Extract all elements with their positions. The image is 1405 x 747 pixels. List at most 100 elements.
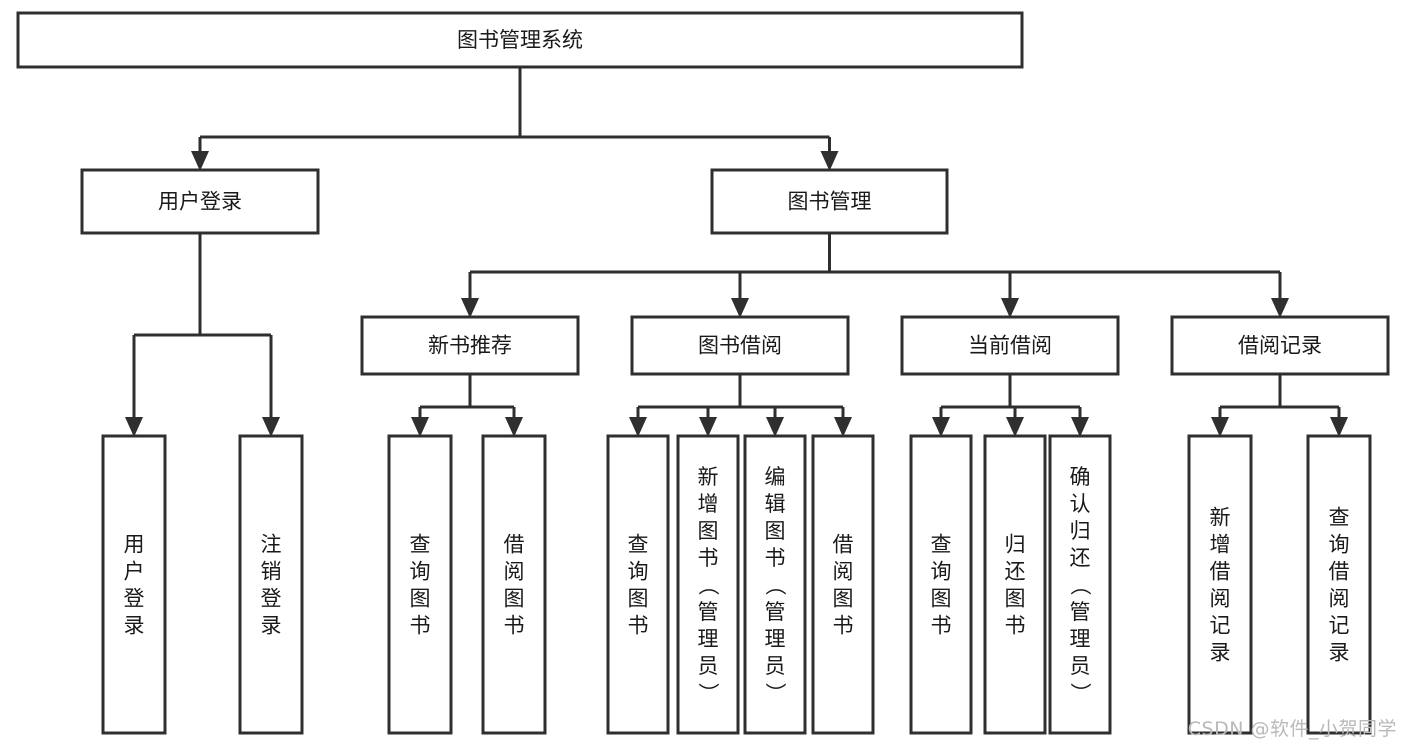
node-label-char: 图: [698, 519, 719, 543]
node-label-char: 理: [765, 627, 786, 651]
node-label-char: 借: [1329, 560, 1350, 584]
node-label-char: （: [763, 575, 787, 596]
node-label-char: 编: [765, 465, 786, 489]
node-label-char: 新: [698, 465, 719, 489]
node-label-char: 归: [1005, 533, 1026, 557]
node-label-char: 理: [698, 627, 719, 651]
node-label-char: 图: [1005, 587, 1026, 611]
node-label-char: 书: [931, 614, 952, 638]
node-label-char: 阅: [1329, 587, 1350, 611]
node-label-char: 书: [1005, 614, 1026, 638]
node-label-char: 归: [1070, 519, 1091, 543]
node-label: 借阅记录: [1238, 334, 1322, 358]
node-label-char: 图: [628, 587, 649, 611]
node-label-char: 借: [504, 533, 525, 557]
node-label: 图书借阅: [698, 334, 782, 358]
node-l-user-login[interactable]: 用户登录用户登录: [101, 434, 167, 735]
node-label-char: 管: [1070, 600, 1091, 624]
node-n-new-rec[interactable]: 新书推荐: [360, 315, 580, 376]
node-l-c-return[interactable]: 归还图书归还图书: [983, 434, 1047, 735]
node-n-records[interactable]: 借阅记录: [1170, 315, 1390, 376]
node-n-user-login[interactable]: 用户登录: [80, 168, 320, 235]
node-label-char: 员: [765, 654, 786, 678]
node-label-char: （: [1068, 575, 1092, 596]
node-l-b-query[interactable]: 查询图书查询图书: [606, 434, 670, 735]
node-l-r-add[interactable]: 新增借阅记录新增借阅记录: [1187, 434, 1253, 735]
node-label-char: 用: [124, 533, 145, 557]
node-label-char: 录: [1210, 641, 1231, 665]
node-label-char: 借: [833, 533, 854, 557]
node-label-char: ）: [696, 683, 720, 704]
node-label-char: 增: [698, 492, 719, 516]
node-label-char: 图: [504, 587, 525, 611]
node-label-char: 图: [765, 519, 786, 543]
node-l-b-lend[interactable]: 借阅图书借阅图书: [811, 434, 875, 735]
node-label-char: 录: [261, 614, 282, 638]
node-label-char: 阅: [504, 560, 525, 584]
node-layer: 图书管理系统用户登录图书管理新书推荐图书借阅当前借阅借阅记录用户登录用户登录注销…: [16, 11, 1390, 735]
node-l-nr-borrow[interactable]: 借阅图书借阅图书: [481, 434, 547, 735]
node-n-borrow[interactable]: 图书借阅: [630, 315, 850, 376]
node-label-char: 新: [1210, 506, 1231, 530]
node-label-char: 查: [410, 533, 431, 557]
node-l-r-query[interactable]: 查询借阅记录查询借阅记录: [1306, 434, 1372, 735]
node-label: 用户登录: [158, 190, 242, 214]
node-label-char: ）: [763, 683, 787, 704]
node-label-char: 理: [1070, 627, 1091, 651]
node-label-char: 确: [1070, 465, 1091, 489]
node-label-char: 询: [410, 560, 431, 584]
node-label-char: 书: [504, 614, 525, 638]
node-label-char: 书: [698, 546, 719, 570]
node-label-char: 阅: [833, 560, 854, 584]
node-label-char: 书: [833, 614, 854, 638]
node-label-char: 辑: [765, 492, 786, 516]
node-label-char: 管: [698, 600, 719, 624]
node-label-char: 增: [1210, 533, 1231, 557]
node-label-char: 户: [124, 560, 145, 584]
node-label-char: 录: [124, 614, 145, 638]
node-label-char: 登: [261, 587, 282, 611]
node-label-char: 销: [261, 560, 282, 584]
node-label-char: 还: [1005, 560, 1026, 584]
node-label-char: 员: [1070, 654, 1091, 678]
node-label-char: 书: [765, 546, 786, 570]
node-label-char: 还: [1070, 546, 1091, 570]
node-label-char: ）: [1068, 683, 1092, 704]
node-label-char: 登: [124, 587, 145, 611]
node-label-char: 查: [628, 533, 649, 557]
node-label-char: 认: [1070, 492, 1091, 516]
node-label-char: 图: [931, 587, 952, 611]
node-l-nr-query[interactable]: 查询图书查询图书: [387, 434, 453, 735]
node-label-char: 录: [1329, 641, 1350, 665]
connector-layer: [125, 67, 1348, 437]
node-label-char: 询: [931, 560, 952, 584]
node-label-char: 阅: [1210, 587, 1231, 611]
node-label-char: 询: [628, 560, 649, 584]
node-label-char: 书: [410, 614, 431, 638]
node-label: 当前借阅: [968, 334, 1052, 358]
node-label-char: 图: [410, 587, 431, 611]
node-label: 图书管理: [788, 190, 872, 214]
node-root[interactable]: 图书管理系统: [16, 11, 1024, 69]
node-n-current[interactable]: 当前借阅: [900, 315, 1120, 376]
node-label-char: 借: [1210, 560, 1231, 584]
node-label-char: 员: [698, 654, 719, 678]
node-l-user-logout[interactable]: 注销登录注销登录: [238, 434, 304, 735]
node-label-char: 记: [1210, 614, 1231, 638]
node-n-book-mgmt[interactable]: 图书管理: [710, 168, 949, 235]
node-label: 新书推荐: [428, 334, 512, 358]
node-label-char: 记: [1329, 614, 1350, 638]
node-label-char: （: [696, 575, 720, 596]
node-label-char: 注: [261, 533, 282, 557]
node-label-char: 管: [765, 600, 786, 624]
node-label-char: 询: [1329, 533, 1350, 557]
node-label-char: 图: [833, 587, 854, 611]
node-l-c-query[interactable]: 查询图书查询图书: [909, 434, 973, 735]
node-label-char: 查: [1329, 506, 1350, 530]
node-label: 图书管理系统: [457, 28, 583, 52]
